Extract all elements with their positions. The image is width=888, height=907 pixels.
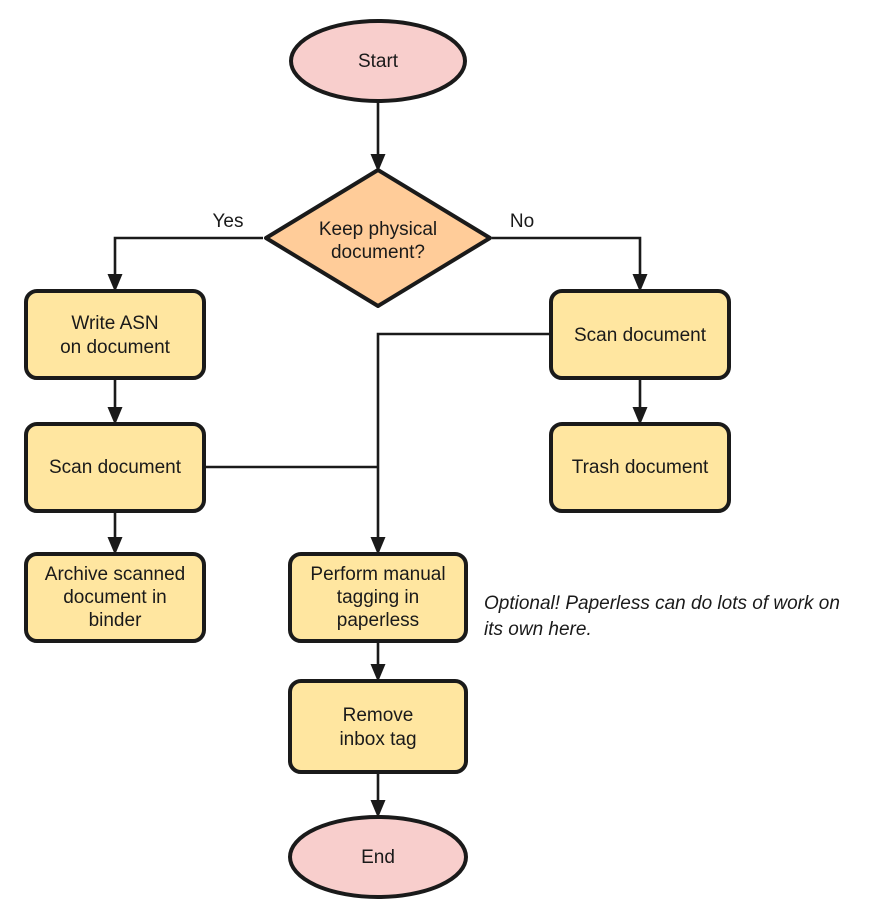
arrowhead-icon [370, 537, 386, 555]
archive-label-line3: binder [89, 610, 142, 631]
edge-scan-right-to-trash [632, 378, 648, 425]
archive-box[interactable] [24, 552, 206, 643]
node-scan-document-right[interactable]: Scan document [549, 289, 731, 380]
edge-line [376, 332, 551, 544]
node-archive-scanned-document[interactable]: Archive scanned document in binder [24, 552, 206, 643]
arrowhead-icon [107, 407, 123, 425]
node-perform-manual-tagging[interactable]: Perform manual tagging in paperless [288, 552, 468, 643]
edge-remove-inbox-to-end [370, 772, 386, 818]
decision-diamond[interactable] [264, 168, 492, 308]
scan-document-right-label: Scan document [574, 325, 707, 346]
node-write-asn-on-document[interactable]: Write ASN on document [24, 289, 206, 380]
archive-label-line2: document in [63, 587, 167, 608]
remove-inbox-label-line1: Remove [343, 705, 414, 726]
trash-document-box[interactable] [549, 422, 731, 513]
edge-line [113, 236, 263, 281]
arrowhead-icon [107, 274, 123, 292]
end-label: End [361, 847, 395, 868]
remove-inbox-label-line2: inbox tag [339, 729, 416, 750]
node-decision-keep-physical-document[interactable]: Keep physical document? [264, 168, 492, 308]
edge-scan-right-to-manual-tagging [370, 332, 551, 555]
edge-decision-yes-to-write-asn [107, 236, 263, 292]
manual-tagging-label-line3: paperless [337, 610, 419, 631]
arrowhead-icon [370, 664, 386, 682]
scan-document-left-label: Scan document [49, 457, 182, 478]
edge-write-asn-to-scan-left [107, 378, 123, 425]
manual-tagging-label-line1: Perform manual [310, 564, 445, 585]
write-asn-box[interactable] [24, 289, 206, 380]
arrowhead-icon [632, 407, 648, 425]
end-ellipse[interactable] [288, 815, 468, 899]
edge-label-yes: Yes [213, 211, 244, 232]
archive-label-line1: Archive scanned [45, 564, 185, 585]
arrowhead-icon [370, 800, 386, 818]
manual-tagging-label-line2: tagging in [337, 587, 419, 608]
write-asn-label-line2: on document [60, 337, 171, 358]
edge-decision-no-to-scan-right [492, 236, 648, 292]
node-start[interactable]: Start [289, 19, 467, 103]
annotation-line1: Optional! Paperless can do lots of work … [484, 593, 840, 614]
arrowhead-icon [107, 537, 123, 555]
annotation-line2: its own here. [484, 619, 592, 640]
trash-document-label: Trash document [572, 457, 709, 478]
node-remove-inbox-tag[interactable]: Remove inbox tag [288, 679, 468, 774]
arrowhead-icon [632, 274, 648, 292]
node-trash-document[interactable]: Trash document [549, 422, 731, 513]
remove-inbox-tag-box[interactable] [288, 679, 468, 774]
edge-label-no: No [510, 211, 534, 232]
edge-line [492, 236, 642, 281]
start-label: Start [358, 51, 399, 72]
start-ellipse[interactable] [289, 19, 467, 103]
scan-document-left-box[interactable] [24, 422, 206, 513]
manual-tagging-box[interactable] [288, 552, 468, 643]
decision-label-line1: Keep physical [319, 219, 437, 240]
node-end[interactable]: End [288, 815, 468, 899]
node-scan-document-left[interactable]: Scan document [24, 422, 206, 513]
arrowhead-icon [370, 154, 386, 172]
edge-scan-left-to-archive [107, 511, 123, 555]
decision-label-line2: document? [331, 242, 425, 263]
edge-start-to-decision [370, 102, 386, 172]
edge-manual-tagging-to-remove-inbox [370, 641, 386, 682]
write-asn-label-line1: Write ASN [71, 313, 158, 334]
annotation-optional-note: Optional! Paperless can do lots of work … [484, 593, 840, 640]
scan-document-right-box[interactable] [549, 289, 731, 380]
